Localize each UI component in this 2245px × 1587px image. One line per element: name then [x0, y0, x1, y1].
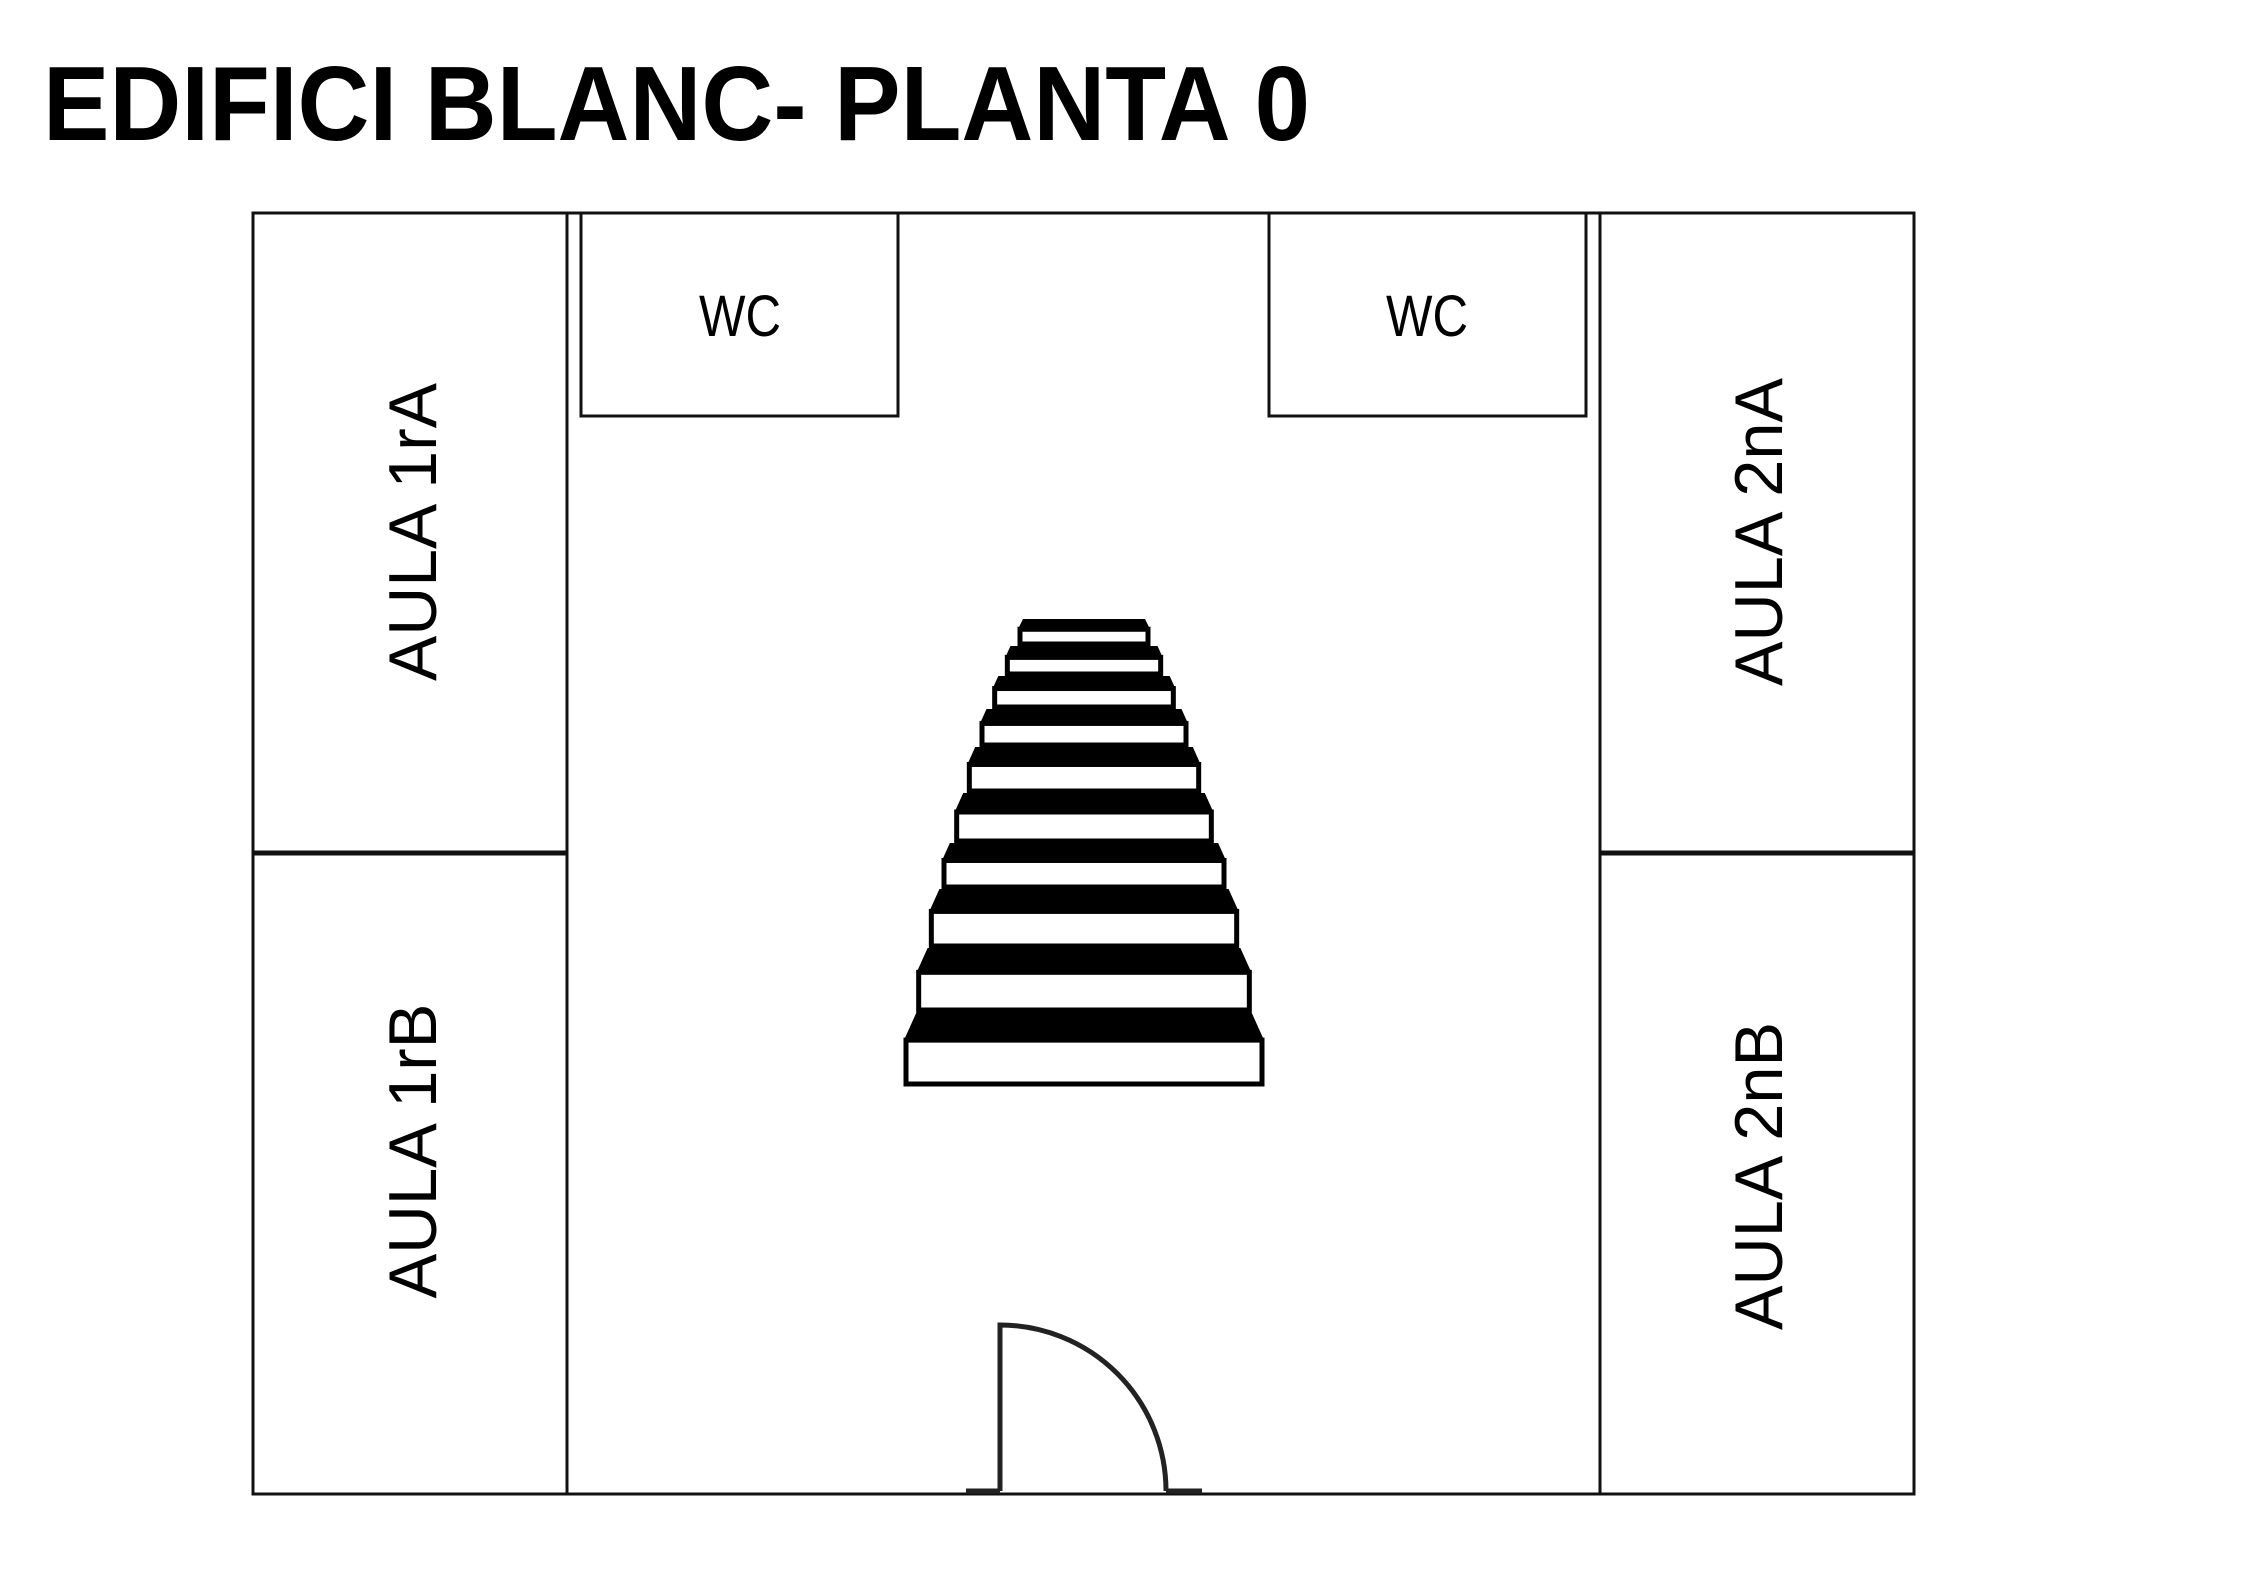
- staircase: [903, 619, 1265, 1087]
- room-label-aula-1rb: AULA 1rB: [375, 1004, 451, 1299]
- stair-step: [941, 857, 1227, 890]
- room-aula-2nb: AULA 2nB: [1598, 851, 1916, 1496]
- stair-step-edge: [916, 948, 1252, 973]
- stair-step: [903, 1037, 1265, 1087]
- room-label-wc-right: WC: [1386, 284, 1468, 349]
- room-wc-right: WC: [1267, 211, 1588, 418]
- stair-step: [992, 686, 1176, 710]
- stair-step-edge: [929, 889, 1239, 912]
- stair-step-edge: [954, 793, 1214, 812]
- stair-step: [928, 908, 1240, 949]
- stair-step: [979, 720, 1189, 748]
- stair-step-edge: [1005, 646, 1163, 658]
- entrance-door[interactable]: [966, 1322, 1202, 1494]
- stair-step: [1004, 654, 1164, 677]
- stair-step-edge: [980, 709, 1188, 724]
- page-title: EDIFICI BLANC- PLANTA 0: [43, 45, 1310, 163]
- stair-step-edge: [992, 676, 1176, 689]
- stair-step: [916, 969, 1252, 1013]
- stair-step: [966, 761, 1202, 794]
- stair-step-edge: [942, 843, 1226, 861]
- room-aula-1ra: AULA 1rA: [251, 211, 569, 855]
- stair-step: [954, 809, 1214, 844]
- room-label-aula-1ra: AULA 1rA: [375, 382, 451, 681]
- room-aula-1rb: AULA 1rB: [251, 851, 569, 1496]
- stair-step-edge: [967, 747, 1201, 765]
- room-wc-left: WC: [579, 211, 900, 418]
- room-aula-2na: AULA 2nA: [1598, 211, 1916, 855]
- stair-step: [1017, 626, 1151, 647]
- room-label-wc-left: WC: [699, 284, 781, 349]
- room-label-aula-2na: AULA 2nA: [1721, 377, 1797, 686]
- door-swing-icon: [997, 1322, 1169, 1492]
- stair-step-edge: [904, 1012, 1264, 1041]
- room-label-aula-2nb: AULA 2nB: [1721, 1022, 1797, 1330]
- stair-step-edge: [1018, 619, 1150, 630]
